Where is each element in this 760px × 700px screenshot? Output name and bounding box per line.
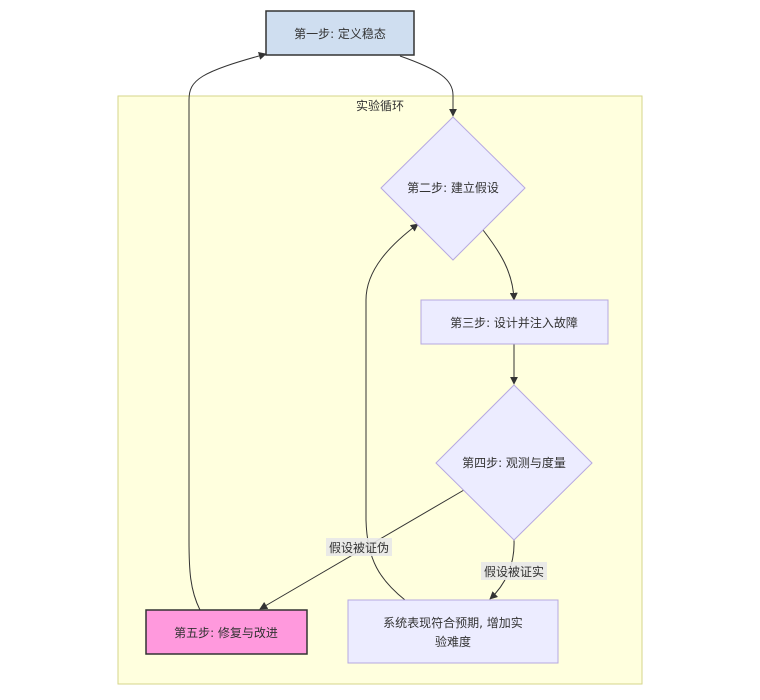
edge-label-confirmed-text: 假设被证实 xyxy=(484,564,544,579)
node-step5[interactable]: 第五步: 修复与改进 xyxy=(145,609,308,655)
node-step1-box xyxy=(265,10,415,56)
node-step1-label: 第一步: 定义稳态 xyxy=(294,26,386,41)
node-step4-diamond xyxy=(435,384,593,541)
node-step3-label: 第三步: 设计并注入故障 xyxy=(450,315,578,330)
node-step2-diamond xyxy=(380,116,526,261)
node-step3-box xyxy=(420,299,609,345)
node-step5-label: 第五步: 修复与改进 xyxy=(174,625,278,640)
node-result-ok[interactable]: 系统表现符合预期, 增加实 验难度 xyxy=(347,599,559,664)
node-step2[interactable]: 第二步: 建立假设 xyxy=(380,116,526,261)
node-step4[interactable]: 第四步: 观测与度量 xyxy=(435,384,593,541)
edge-step2-to-step3 xyxy=(482,229,518,301)
edge-label-confirmed: 假设被证实 xyxy=(481,562,547,580)
subgraph-experiment-loop: 实验循环 xyxy=(117,95,643,685)
edge-label-falsified: 假设被证伪 xyxy=(326,538,392,556)
node-step4-label: 第四步: 观测与度量 xyxy=(462,455,566,470)
node-step5-box xyxy=(145,609,308,655)
edge-result-to-step2 xyxy=(365,223,419,601)
node-step1[interactable]: 第一步: 定义稳态 xyxy=(265,10,415,56)
edge-label-falsified-text: 假设被证伪 xyxy=(329,541,389,555)
subgraph-box xyxy=(117,95,643,685)
node-step3[interactable]: 第三步: 设计并注入故障 xyxy=(420,299,609,345)
subgraph-title: 实验循环 xyxy=(356,98,404,113)
node-result-ok-label-line2: 验难度 xyxy=(435,634,471,649)
node-result-ok-label-line1: 系统表现符合预期, 增加实 xyxy=(383,615,523,630)
node-step2-label: 第二步: 建立假设 xyxy=(407,180,499,195)
edge-step5-to-step1 xyxy=(188,52,267,611)
edge-step1-to-step2 xyxy=(399,55,457,117)
node-result-ok-box xyxy=(347,599,559,664)
